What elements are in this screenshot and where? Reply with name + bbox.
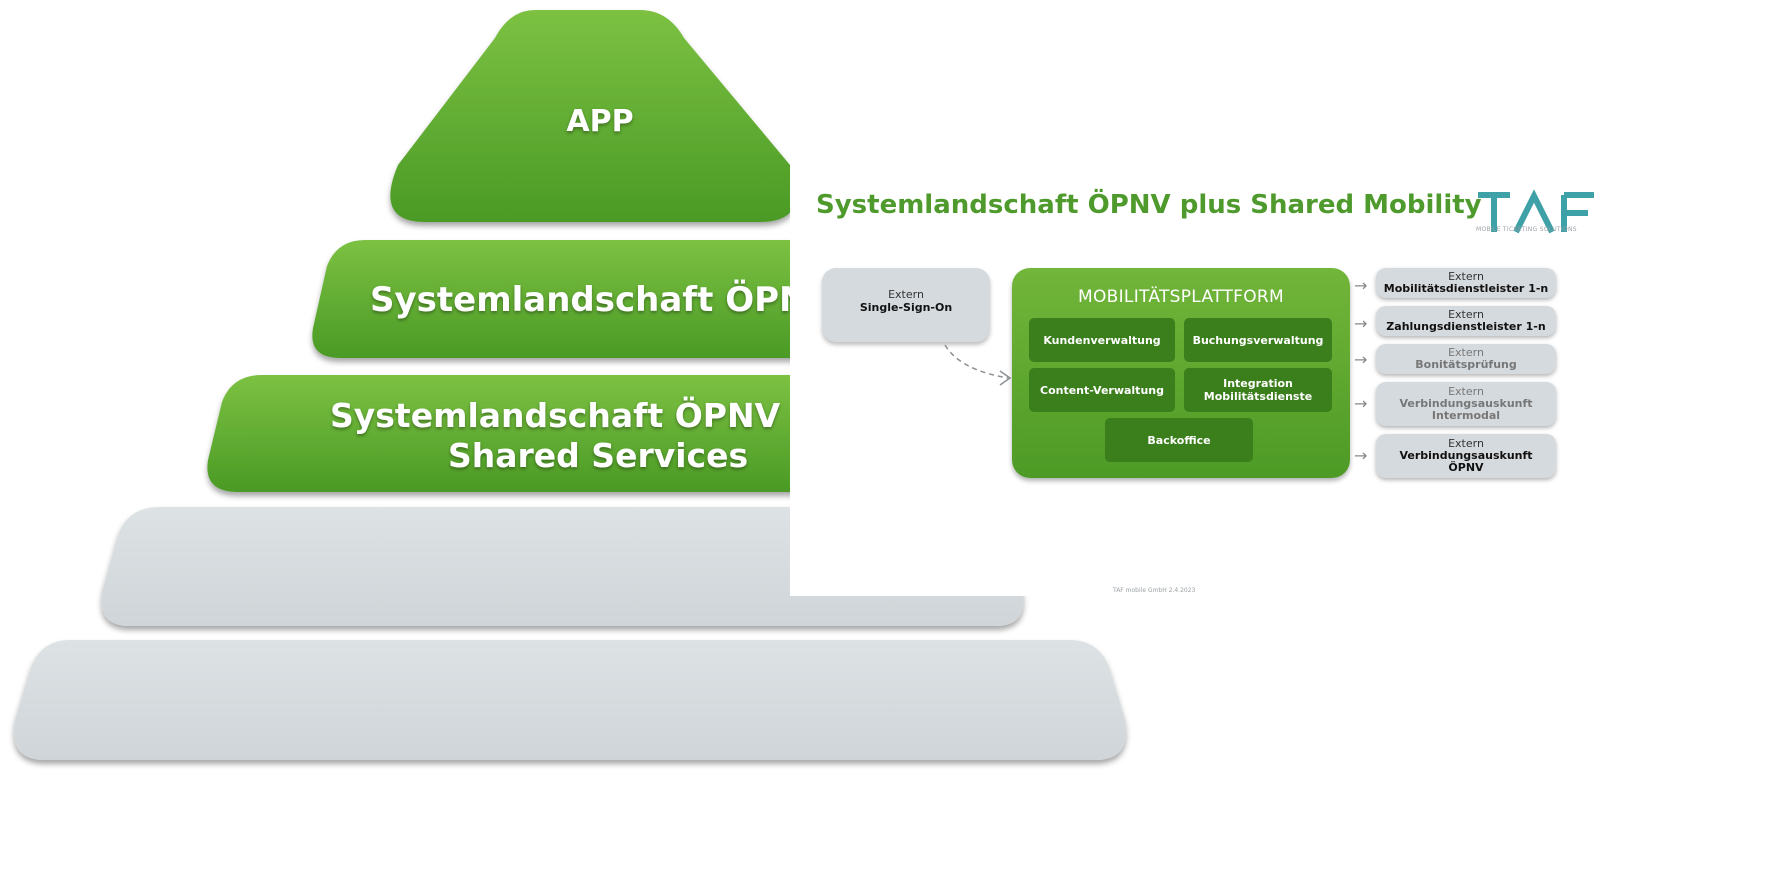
sso-name: Single-Sign-On	[859, 301, 953, 314]
arrow-right-icon: →	[1354, 314, 1368, 333]
external-extern-label: Extern	[1448, 437, 1484, 450]
arrow-right-icon: →	[1354, 394, 1368, 413]
external-name-line1: Verbindungsauskunft	[1399, 449, 1533, 462]
module-content-verwaltung: Content-Verwaltung	[1029, 368, 1175, 412]
sso-box: Extern Single-Sign-On	[822, 268, 990, 342]
external-name: Mobilitätsdienstleister 1-n	[1383, 282, 1549, 295]
arrow-right-icon: →	[1354, 350, 1368, 369]
external-bonitaetspruefung: Extern Bonitätsprüfung	[1376, 344, 1556, 374]
external-verbindungsauskunft-oepnv: Extern Verbindungsauskunft ÖPNV	[1376, 434, 1556, 478]
pyramid-layer-3-label-line2: Shared Services	[448, 436, 749, 475]
external-extern-label: Extern	[1448, 385, 1484, 398]
external-name-line1: Verbindungsauskunft	[1399, 397, 1533, 410]
sso-extern-label: Extern	[888, 288, 924, 301]
external-extern-label: Extern	[1448, 308, 1484, 321]
module-kundenverwaltung: Kundenverwaltung	[1029, 318, 1175, 362]
taf-logo-subtext: MOBILE TICKETING SOLUTIONS	[1476, 226, 1577, 233]
module-integration-mobilitaetsdienste: Integration Mobilitätsdienste	[1184, 368, 1332, 412]
pyramid-layer-1-label: APP	[566, 104, 634, 139]
external-verbindungsauskunft-intermodal: Extern Verbindungsauskunft Intermodal	[1376, 382, 1556, 426]
module-integration-line1: Integration	[1223, 377, 1293, 390]
slide-panel-extension	[1030, 578, 1766, 612]
mobility-platform-title: MOBILITÄTSPLATTFORM	[1078, 287, 1284, 307]
slide-footer: TAF mobile GmbH 2.4.2023	[1113, 587, 1196, 594]
module-buchungsverwaltung: Buchungsverwaltung	[1184, 318, 1332, 362]
external-name-line2: Intermodal	[1431, 409, 1501, 422]
pyramid-layer-1	[390, 10, 797, 222]
pyramid-layer-5	[13, 640, 1127, 760]
slide-title: Systemlandschaft ÖPNV plus Shared Mobili…	[816, 190, 1482, 220]
external-zahlungsdienstleister: Extern Zahlungsdienstleister 1-n	[1376, 306, 1556, 336]
external-name-line2: ÖPNV	[1448, 461, 1484, 474]
pyramid-layer-3-label-line1: Systemlandschaft ÖPNV plu	[330, 396, 851, 435]
arrow-right-icon: →	[1354, 276, 1368, 295]
sso-connector-arrow	[944, 344, 1012, 386]
pyramid-layer-3	[207, 375, 931, 492]
module-backoffice: Backoffice	[1105, 418, 1253, 462]
external-name: Bonitätsprüfung	[1415, 358, 1517, 371]
pyramid-layer-2-label: Systemlandschaft ÖPNV	[370, 280, 834, 320]
external-mobilitaetsdienstleister: Extern Mobilitätsdienstleister 1-n	[1376, 268, 1556, 298]
external-extern-label: Extern	[1448, 346, 1484, 359]
external-extern-label: Extern	[1448, 270, 1484, 283]
taf-logo	[1478, 189, 1594, 234]
pyramid-layer-2	[312, 240, 839, 358]
arrow-right-icon: →	[1354, 446, 1368, 465]
module-integration-line2: Mobilitätsdienste	[1203, 390, 1313, 403]
external-name: Zahlungsdienstleister 1-n	[1386, 320, 1546, 333]
